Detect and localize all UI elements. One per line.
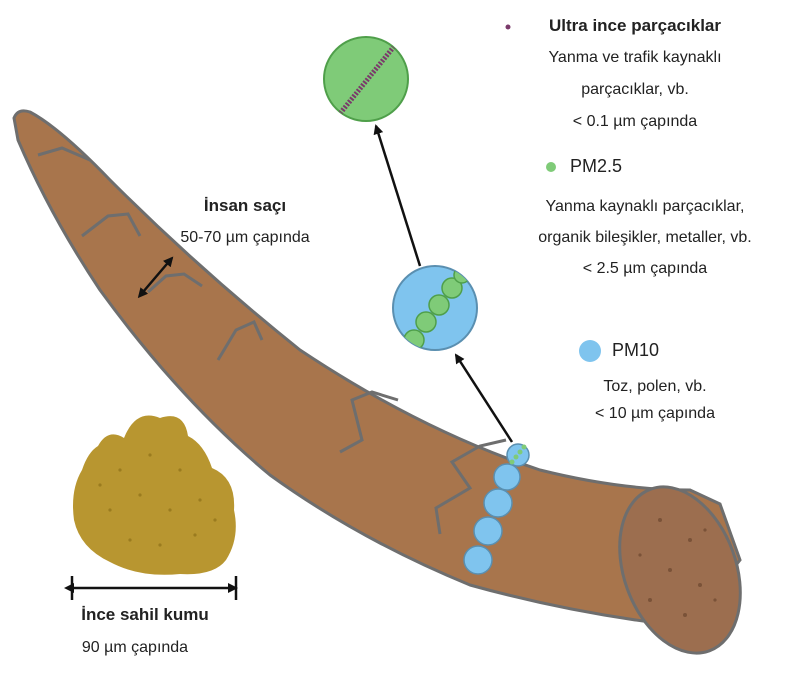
pm10-line1: Toz, polen, vb. — [603, 378, 707, 395]
pm10-dot-icon — [579, 340, 601, 362]
ultrafine-line2: parçacıklar, vb. — [581, 81, 689, 98]
hair-cuticle-line — [216, 320, 264, 361]
sand-size: 90 µm çapında — [81, 639, 189, 656]
human-hair — [12, 109, 742, 624]
hair-diameter-arrow — [137, 256, 174, 299]
pm25-line2: organik bileşikler, metaller, vb. — [538, 229, 752, 246]
pm25-particle-mini — [509, 444, 527, 465]
hair-cross-section-texture — [638, 518, 717, 617]
hair-size: 50-70 µm çapında — [180, 229, 310, 246]
hair-cuticle-line — [81, 212, 142, 238]
pm25-line3: < 2.5 µm çapında — [582, 260, 708, 277]
pm25-line1: Yanma kaynaklı parçacıklar, — [545, 198, 745, 215]
sand-grain-texture — [98, 453, 217, 547]
pm10-title: PM10 — [612, 340, 660, 360]
pm25-title: PM2.5 — [570, 156, 623, 176]
zoom-arrow-pm10 — [454, 353, 514, 443]
hair-cuticle-line — [37, 146, 91, 162]
pm25-zoom-circle — [323, 36, 409, 122]
ultrafine-title: Ultra ince parçacıklar — [549, 16, 721, 35]
hair-cross-section — [618, 485, 742, 655]
pm10-zoom-circle — [392, 265, 478, 351]
ultrafine-dot-icon — [505, 24, 511, 30]
pm25-dot-icon — [546, 162, 556, 172]
sand-grain — [73, 415, 236, 575]
ultrafine-line1: Yanma ve trafik kaynaklı — [548, 49, 722, 66]
pm10-line2: < 10 µm çapında — [595, 405, 715, 422]
hair-title: İnsan saçı — [203, 196, 287, 215]
hair-cuticle-line — [434, 438, 507, 535]
pm10-particle-chain — [463, 443, 530, 575]
hair-cuticle-line — [339, 390, 399, 454]
ultrafine-line3: < 0.1 µm çapında — [572, 113, 698, 130]
sand-title: İnce sahil kumu — [81, 605, 209, 624]
zoom-arrow-pm25 — [373, 124, 422, 267]
